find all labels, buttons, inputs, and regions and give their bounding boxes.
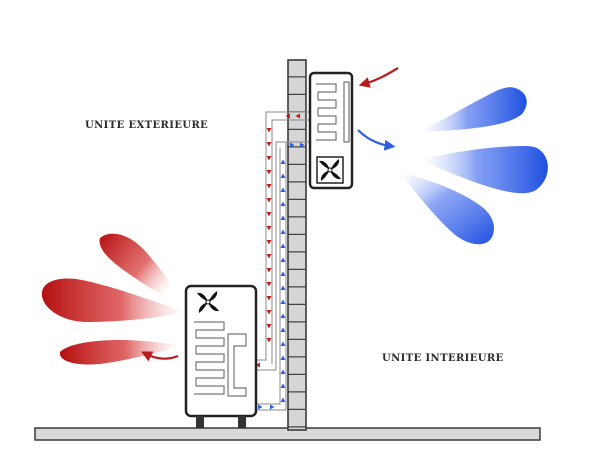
- outdoor-unit-foot-left: [196, 416, 204, 428]
- flow-arrow-icon: [266, 310, 272, 315]
- flow-arrow-icon: [266, 156, 272, 161]
- cold-air-plume-lower: [400, 172, 494, 245]
- flow-arrow-icon: [280, 271, 286, 276]
- flow-arrow-icon: [270, 404, 275, 410]
- flow-arrow-icon: [266, 324, 272, 329]
- outdoor-unit: [184, 284, 258, 428]
- flow-arrow-icon: [280, 299, 286, 304]
- flow-arrow-icon: [266, 254, 272, 259]
- fan-icon: [197, 291, 219, 313]
- flow-arrow-icon: [266, 128, 272, 133]
- flow-arrow-icon: [280, 327, 286, 332]
- flow-arrow-icon: [280, 229, 286, 234]
- flow-arrow-icon: [280, 355, 286, 360]
- flow-arrow-icon: [266, 240, 272, 245]
- indoor-label: UNITE INTERIEURE: [382, 353, 504, 364]
- outdoor-coil: [194, 321, 225, 395]
- flow-arrow-icon: [280, 397, 286, 402]
- flow-arrow-icon: [280, 369, 286, 374]
- flow-arrow-icon: [285, 113, 290, 119]
- flow-arrow-icon: [258, 404, 263, 410]
- hot-air-plume-lower: [59, 340, 181, 365]
- flow-arrow-icon: [266, 338, 272, 343]
- curved-arrow-icon: [357, 129, 396, 151]
- outdoor-unit-foot-right: [238, 416, 246, 428]
- indoor-coil: [316, 83, 337, 141]
- flow-arrow-icon: [266, 198, 272, 203]
- flow-arrow-icon: [300, 142, 305, 148]
- flow-arrow-icon: [266, 212, 272, 217]
- curved-arrow-icon: [358, 67, 399, 88]
- wall: [287, 59, 307, 431]
- flow-arrow-icon: [255, 362, 260, 368]
- hot-air-plume-upper: [99, 233, 182, 300]
- cold-air-plume-middle: [420, 146, 548, 194]
- cold-air-plume-upper: [420, 87, 527, 132]
- flow-arrow-icon: [266, 142, 272, 147]
- flow-arrow-icon: [280, 215, 286, 220]
- cold-air-plumes: [400, 87, 548, 245]
- flow-arrow-icon: [280, 159, 286, 164]
- flow-arrow-icon: [280, 313, 286, 318]
- flow-arrow-icon: [280, 201, 286, 206]
- flow-arrow-icon: [280, 341, 286, 346]
- outdoor-compressor-loop: [227, 333, 247, 397]
- flow-arrow-icon: [280, 285, 286, 290]
- flow-arrow-icon: [280, 173, 286, 178]
- flow-arrow-icon: [266, 296, 272, 301]
- flow-arrow-icon: [266, 226, 272, 231]
- flow-arrow-icon: [295, 113, 300, 119]
- curved-arrow-icon: [141, 351, 179, 362]
- flow-arrow-icon: [266, 184, 272, 189]
- flow-arrow-icon: [266, 268, 272, 273]
- outdoor-unit-casing: [184, 284, 258, 418]
- flow-arrow-icon: [280, 243, 286, 248]
- indoor-unit: [308, 71, 354, 190]
- indoor-unit-grille: [343, 81, 350, 143]
- flow-arrow-icon: [266, 170, 272, 175]
- outdoor-label: UNITE EXTERIEURE: [85, 120, 208, 131]
- hot-air-plume-middle: [41, 278, 186, 322]
- flow-arrow-icon: [280, 187, 286, 192]
- flow-arrow-icon: [280, 383, 286, 388]
- hot-air-plumes: [41, 233, 186, 365]
- flow-arrow-icon: [290, 142, 295, 148]
- fan-icon: [316, 156, 344, 184]
- flow-arrow-icon: [266, 282, 272, 287]
- flow-arrow-icon: [280, 257, 286, 262]
